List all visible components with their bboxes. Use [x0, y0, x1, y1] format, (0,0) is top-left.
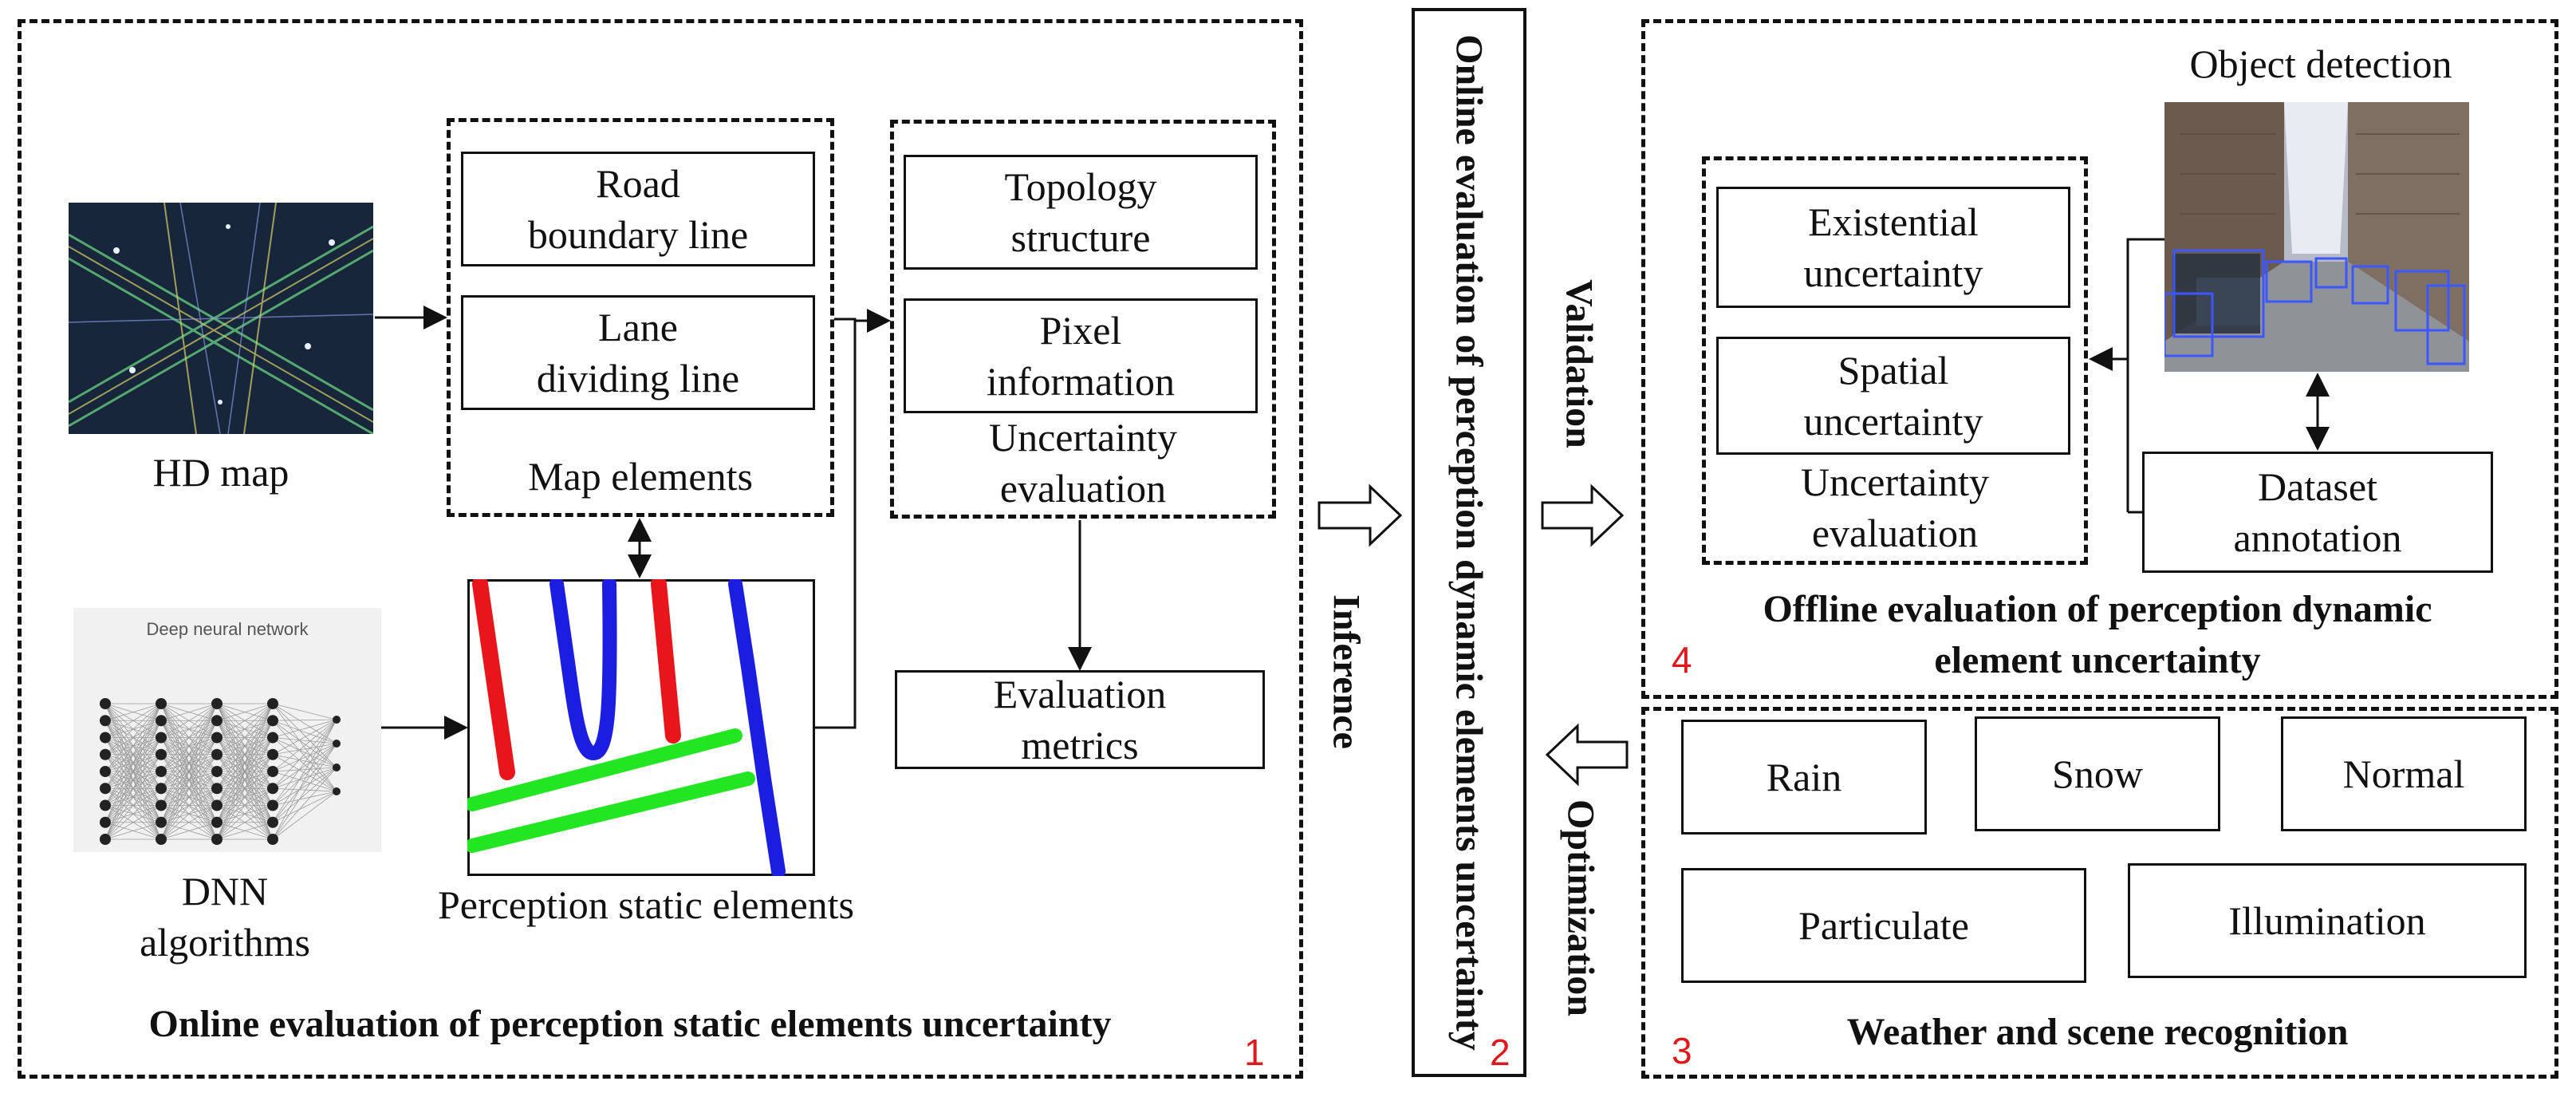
perception-static-image	[467, 579, 815, 876]
hd-map-image	[69, 203, 373, 434]
neural-network-image: Deep neural network	[73, 608, 381, 852]
uncertainty-evaluation-caption: Uncertainty evaluation	[988, 415, 1177, 511]
optimization-block-arrow	[1545, 723, 1629, 787]
lane-line-green-1	[467, 728, 742, 811]
dnn-node	[267, 715, 278, 727]
hd-map-label: HD map	[152, 450, 290, 495]
validation-block-arrow	[1541, 483, 1625, 547]
inference-block-arrow	[1318, 483, 1403, 547]
lane-line-green-2	[467, 771, 755, 853]
dnn-node	[211, 783, 223, 795]
dnn-node	[211, 698, 223, 709]
offline-uncertainty-group	[1702, 156, 2088, 565]
particulate-box: Particulate	[1681, 868, 2086, 983]
map-elements-group	[447, 118, 834, 517]
dnn-node	[156, 783, 167, 795]
dnn-node	[211, 748, 223, 760]
dnn-node	[100, 834, 111, 845]
dnn-node	[156, 698, 167, 709]
dnn-node	[267, 834, 278, 845]
dnn-node	[156, 748, 167, 760]
panel-dynamic-offline	[1641, 19, 2558, 699]
lane-line-red-2	[651, 579, 681, 744]
dnn-node	[211, 766, 223, 777]
lane-line-red-1	[472, 579, 515, 780]
dnn-node	[267, 766, 278, 777]
lane-dividing-box: Lane dividing line	[461, 295, 815, 410]
illumination-box: Illumination	[2128, 863, 2527, 978]
uncertainty-evaluation-group	[890, 120, 1276, 519]
panel1-title: Online evaluation of perception static e…	[148, 1003, 1112, 1045]
street-scene-image	[2164, 102, 2469, 372]
dnn-node	[100, 799, 111, 811]
panel2-number: 2	[1490, 1032, 1511, 1073]
dnn-node	[333, 716, 341, 724]
dnn-node	[211, 816, 223, 828]
dnn-node	[267, 698, 278, 709]
dnn-node	[156, 732, 167, 744]
map-elements-caption: Map elements	[528, 454, 753, 499]
dnn-node	[333, 740, 341, 748]
lane-line-blue-1	[549, 579, 617, 761]
dnn-node	[156, 816, 167, 828]
dnn-node	[267, 783, 278, 795]
panel-static-elements	[18, 19, 1303, 1079]
evaluation-metrics-box: Evaluation metrics	[895, 670, 1265, 769]
spatial-uncertainty-box: Spatial uncertainty	[1716, 337, 2070, 455]
panel3-title: Weather and scene recognition	[1846, 1011, 2349, 1053]
panel1-number: 1	[1244, 1032, 1265, 1073]
offline-uncertainty-caption: Uncertainty evaluation	[1800, 460, 1989, 555]
dnn-node	[100, 766, 111, 777]
arrow-map-to-uncertainty	[834, 309, 891, 333]
dnn-node	[333, 787, 341, 795]
panel-weather-scene	[1641, 707, 2558, 1079]
dnn-node	[100, 748, 111, 760]
dnn-node	[100, 783, 111, 795]
object-detection-label: Object detection	[2189, 41, 2452, 86]
dnn-node	[267, 816, 278, 828]
panel3-number: 3	[1672, 1030, 1692, 1071]
lane-line-blue-2	[728, 579, 786, 876]
arrow-detection-to-uncertainty	[2089, 238, 2164, 371]
dnn-node	[211, 732, 223, 744]
dnn-node	[100, 816, 111, 828]
dnn-node	[211, 715, 223, 727]
existential-uncertainty-box: Existential uncertainty	[1716, 187, 2070, 308]
dnn-image-title: Deep neural network	[146, 619, 309, 639]
dnn-node	[211, 799, 223, 811]
snow-box: Snow	[1975, 716, 2220, 831]
dnn-node	[156, 834, 167, 845]
topology-structure-box: Topology structure	[904, 155, 1258, 270]
perception-static-caption: Perception static elements	[437, 882, 855, 927]
dnn-node	[100, 698, 111, 709]
dnn-node	[156, 766, 167, 777]
rain-box: Rain	[1681, 720, 1927, 835]
pixel-information-box: Pixel information	[904, 298, 1258, 413]
panel4-title: Offline evaluation of perception dynamic…	[1763, 588, 2432, 681]
dnn-node	[267, 799, 278, 811]
panel4-number: 4	[1672, 639, 1692, 681]
dnn-node	[211, 834, 223, 845]
dnn-node	[156, 715, 167, 727]
line-perception-to-uncertainty	[815, 321, 857, 729]
dnn-node	[267, 732, 278, 744]
panel-dynamic-online	[1412, 8, 1526, 1077]
dnn-node	[333, 764, 341, 771]
dnn-node	[267, 748, 278, 760]
dnn-label: DNN algorithms	[140, 869, 310, 965]
dnn-node	[100, 732, 111, 744]
normal-box: Normal	[2281, 716, 2527, 831]
dnn-node	[100, 715, 111, 727]
dnn-node	[156, 799, 167, 811]
road-boundary-box: Road boundary line	[461, 152, 815, 266]
dataset-annotation-box: Dataset annotation	[2142, 452, 2493, 573]
